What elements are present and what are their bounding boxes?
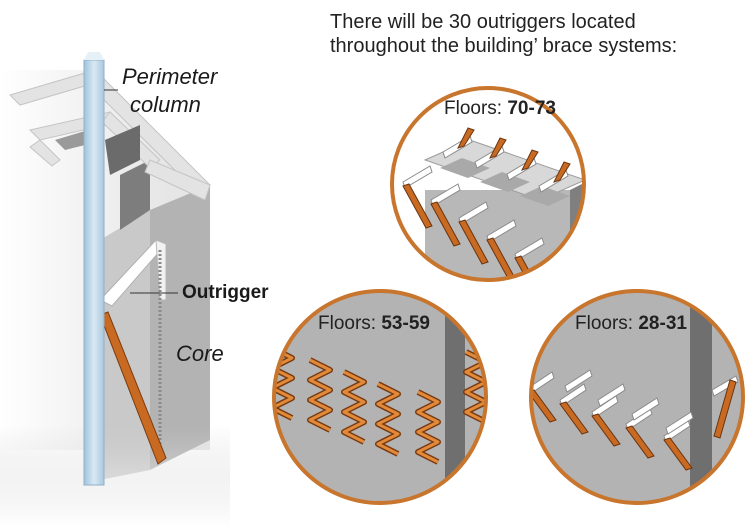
perimeter-column — [83, 59, 105, 486]
perimeter-label-line-2: column — [130, 92, 201, 117]
brace-unit — [402, 165, 433, 229]
perimeter-label-line-1: Perimeter — [122, 64, 218, 89]
detail-ring — [390, 86, 586, 282]
detail-ring — [272, 289, 488, 505]
headline: There will be 30 outriggers located thro… — [330, 10, 677, 58]
detail-circle-28-31 — [529, 289, 745, 505]
brace-unit — [458, 201, 489, 265]
floors-prefix: Floors: — [575, 313, 639, 334]
zigzag-brace — [307, 357, 333, 433]
outrigger-diagonal-brace — [99, 311, 167, 465]
brace-unit — [625, 407, 655, 459]
detail-circle-53-59 — [272, 289, 488, 505]
main-structure — [0, 52, 230, 527]
core-label: Core — [176, 341, 224, 366]
floors-prefix: Floors: — [318, 313, 382, 334]
brace-unit — [486, 219, 517, 280]
floors-label-28-31: Floors: 28-31 — [575, 313, 687, 335]
brace-unit — [474, 137, 507, 169]
zigzag-brace — [341, 369, 367, 445]
floors-label-53-59: Floors: 53-59 — [318, 313, 430, 335]
brace-unit — [430, 183, 461, 247]
zigzag-brace — [375, 381, 401, 457]
floors-prefix: Floors: — [444, 98, 508, 119]
detail-ring — [529, 289, 745, 505]
outrigger-label: Outrigger — [182, 282, 269, 303]
headline-line-2: throughout the building’ brace systems: — [330, 35, 678, 57]
brace-unit — [538, 161, 571, 193]
zigzag-brace — [415, 389, 441, 465]
brace-unit — [442, 127, 475, 159]
floors-range: 28-31 — [638, 313, 687, 334]
detail-circle-70-73 — [390, 86, 586, 282]
headline-line-1: There will be 30 outriggers located — [330, 11, 636, 33]
brace-unit — [559, 383, 589, 435]
brace-unit — [663, 419, 693, 471]
floors-range: 70-73 — [507, 98, 556, 119]
floors-range: 53-59 — [381, 313, 430, 334]
brace-unit — [506, 149, 539, 181]
floors-label-70-73: Floors: 70-73 — [444, 98, 556, 120]
